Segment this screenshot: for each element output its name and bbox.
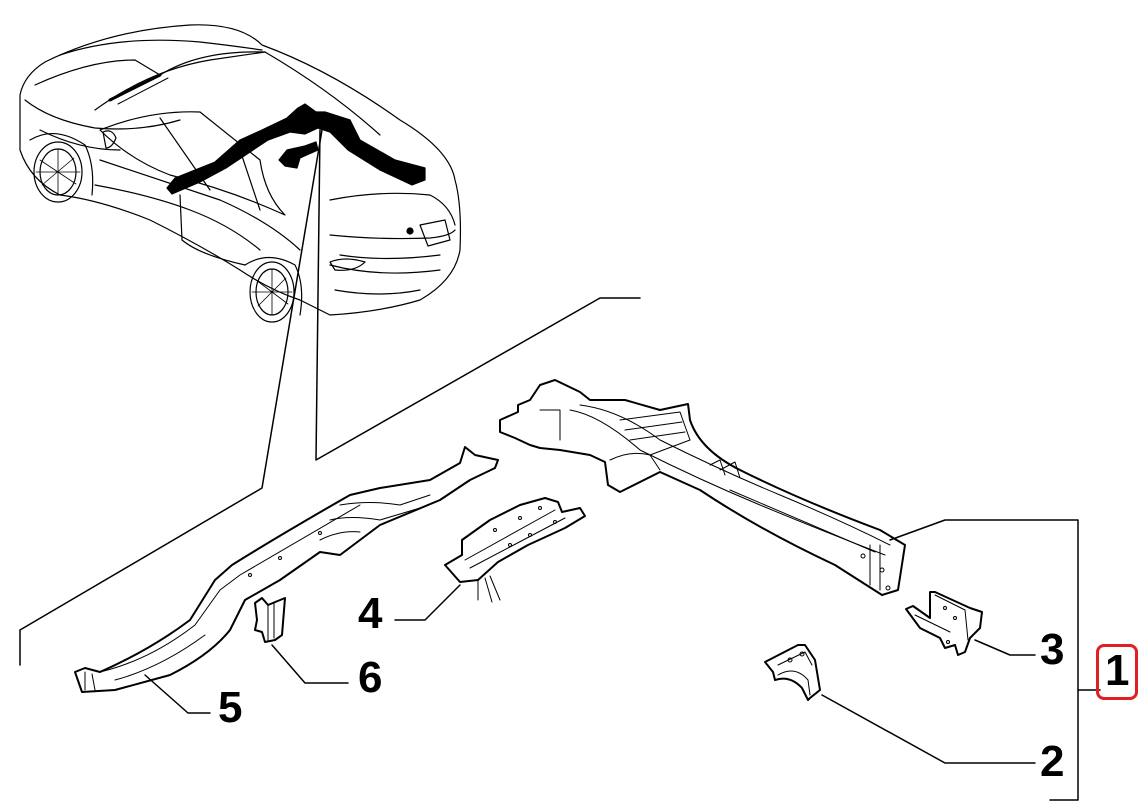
- callout-6-label: 6: [358, 653, 383, 702]
- part-4-crossmember-rail: [444, 497, 586, 603]
- callout-2-label: 2: [1040, 737, 1065, 786]
- callout-6[interactable]: 6: [358, 656, 382, 700]
- callout-leader-lines: [144, 519, 1101, 801]
- callout-4[interactable]: 4: [358, 592, 382, 636]
- part-1-side-member: [499, 379, 906, 596]
- part-5-longitudinal-member: [74, 446, 499, 693]
- part-2-reinforcement: [764, 644, 821, 701]
- callout-5[interactable]: 5: [218, 686, 242, 730]
- callout-2[interactable]: 2: [1040, 740, 1064, 784]
- part-6-gusset: [254, 597, 286, 643]
- vehicle-overview-icon: [19, 24, 462, 323]
- callout-3-label: 3: [1040, 625, 1065, 674]
- callout-1-label: 1: [1105, 646, 1130, 695]
- callout-5-label: 5: [218, 683, 243, 732]
- part-3-channel-bracket: [905, 591, 983, 656]
- callout-4-label: 4: [358, 589, 383, 638]
- callout-3[interactable]: 3: [1040, 628, 1064, 672]
- leader-lines-overview: [19, 129, 641, 666]
- callout-1[interactable]: 1: [1096, 644, 1139, 700]
